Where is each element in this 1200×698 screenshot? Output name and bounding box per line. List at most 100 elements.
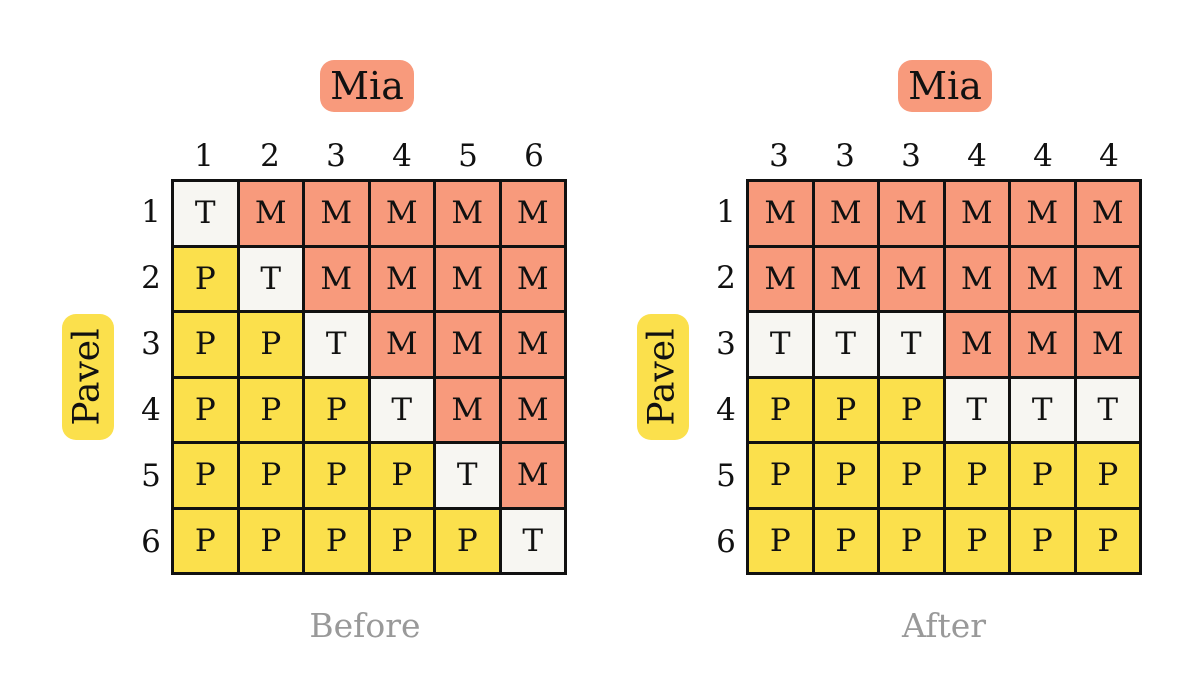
grid-cell: M xyxy=(370,182,433,245)
grid-cell: M xyxy=(814,247,877,310)
row-label: 5 xyxy=(716,458,736,494)
grid-cell: M xyxy=(501,247,564,310)
grid-cell: T xyxy=(239,247,302,310)
grid-cell: M xyxy=(501,444,564,507)
panel-caption: Before xyxy=(309,606,421,645)
panel-caption: After xyxy=(901,606,987,645)
grid-cell: T xyxy=(1076,378,1139,441)
grid-cell: P xyxy=(239,378,302,441)
grid-cell: M xyxy=(1011,313,1074,376)
mia-label: Mia xyxy=(320,60,414,112)
grid-cell: P xyxy=(239,444,302,507)
grid-cell: P xyxy=(174,444,237,507)
grid-cell: P xyxy=(174,378,237,441)
grid-cell: T xyxy=(370,378,433,441)
grid-cell: M xyxy=(880,182,943,245)
grid-cell: M xyxy=(305,247,368,310)
grid-cell: P xyxy=(1011,444,1074,507)
grid-cell: P xyxy=(370,509,433,572)
grid-cell: M xyxy=(1011,247,1074,310)
grid-cell: T xyxy=(945,378,1008,441)
row-label: 6 xyxy=(141,524,161,560)
grid-cell: P xyxy=(945,509,1008,572)
grid-cell: M xyxy=(370,313,433,376)
grid-cell: P xyxy=(174,247,237,310)
grid-cell: P xyxy=(305,444,368,507)
grid-cell: M xyxy=(436,182,499,245)
grid-cell: T xyxy=(1011,378,1074,441)
grid-cell: P xyxy=(174,509,237,572)
column-label: 2 xyxy=(260,138,280,174)
grid-cell: T xyxy=(501,509,564,572)
grid-cell: T xyxy=(305,313,368,376)
grid-cell: M xyxy=(239,182,302,245)
grid-cell: M xyxy=(1076,313,1139,376)
grid-cell: M xyxy=(1076,247,1139,310)
pavel-label-text: Pavel xyxy=(67,328,109,426)
column-label: 3 xyxy=(326,138,346,174)
row-label: 5 xyxy=(141,458,161,494)
grid-cell: P xyxy=(436,509,499,572)
grid-cell: P xyxy=(749,378,812,441)
pavel-label: Pavel xyxy=(62,314,114,440)
grid-cell: P xyxy=(1076,509,1139,572)
column-label: 3 xyxy=(835,138,855,174)
grid-cell: M xyxy=(436,313,499,376)
grid-cell: M xyxy=(501,313,564,376)
column-label: 3 xyxy=(769,138,789,174)
grid-cell: P xyxy=(814,509,877,572)
grid-cell: P xyxy=(305,509,368,572)
grid-cell: P xyxy=(174,313,237,376)
grid-cell: T xyxy=(814,313,877,376)
grid-cell: T xyxy=(749,313,812,376)
grid-cell: P xyxy=(305,378,368,441)
grid-cell: M xyxy=(1011,182,1074,245)
grid-cell: M xyxy=(501,378,564,441)
grid-cell: P xyxy=(1011,509,1074,572)
grid-cell: P xyxy=(814,378,877,441)
grid-cell: T xyxy=(880,313,943,376)
grid-cell: M xyxy=(814,182,877,245)
grid-cell: P xyxy=(945,444,1008,507)
grid-cell: P xyxy=(370,444,433,507)
grid-cell: M xyxy=(749,247,812,310)
grid-cell: P xyxy=(880,444,943,507)
grid-cell: M xyxy=(501,182,564,245)
grid-cell: M xyxy=(305,182,368,245)
grid-cell: M xyxy=(1076,182,1139,245)
row-label: 3 xyxy=(141,326,161,362)
column-labels: 1 2 3 4 5 6 xyxy=(171,136,567,176)
grid-cell: P xyxy=(239,509,302,572)
grid-cell: P xyxy=(749,509,812,572)
column-label: 4 xyxy=(967,138,987,174)
row-label: 4 xyxy=(141,392,161,428)
grid-cell: M xyxy=(945,182,1008,245)
column-label: 4 xyxy=(1033,138,1053,174)
grid-cell: P xyxy=(1076,444,1139,507)
grid-cell: P xyxy=(880,378,943,441)
mia-label: Mia xyxy=(898,60,992,112)
grid-cell: M xyxy=(436,378,499,441)
column-label: 1 xyxy=(194,138,214,174)
grid-cell: M xyxy=(370,247,433,310)
row-label: 3 xyxy=(716,326,736,362)
pavel-label-text: Pavel xyxy=(642,328,684,426)
column-label: 6 xyxy=(524,138,544,174)
grid-cell: M xyxy=(749,182,812,245)
row-label: 4 xyxy=(716,392,736,428)
row-label: 6 xyxy=(716,524,736,560)
row-label: 2 xyxy=(716,260,736,296)
column-label: 5 xyxy=(458,138,478,174)
row-label: 2 xyxy=(141,260,161,296)
pavel-label: Pavel xyxy=(637,314,689,440)
grid-cell: T xyxy=(174,182,237,245)
grid-cell: T xyxy=(436,444,499,507)
grid-cell: M xyxy=(436,247,499,310)
column-label: 4 xyxy=(392,138,412,174)
grid-cell: M xyxy=(945,313,1008,376)
